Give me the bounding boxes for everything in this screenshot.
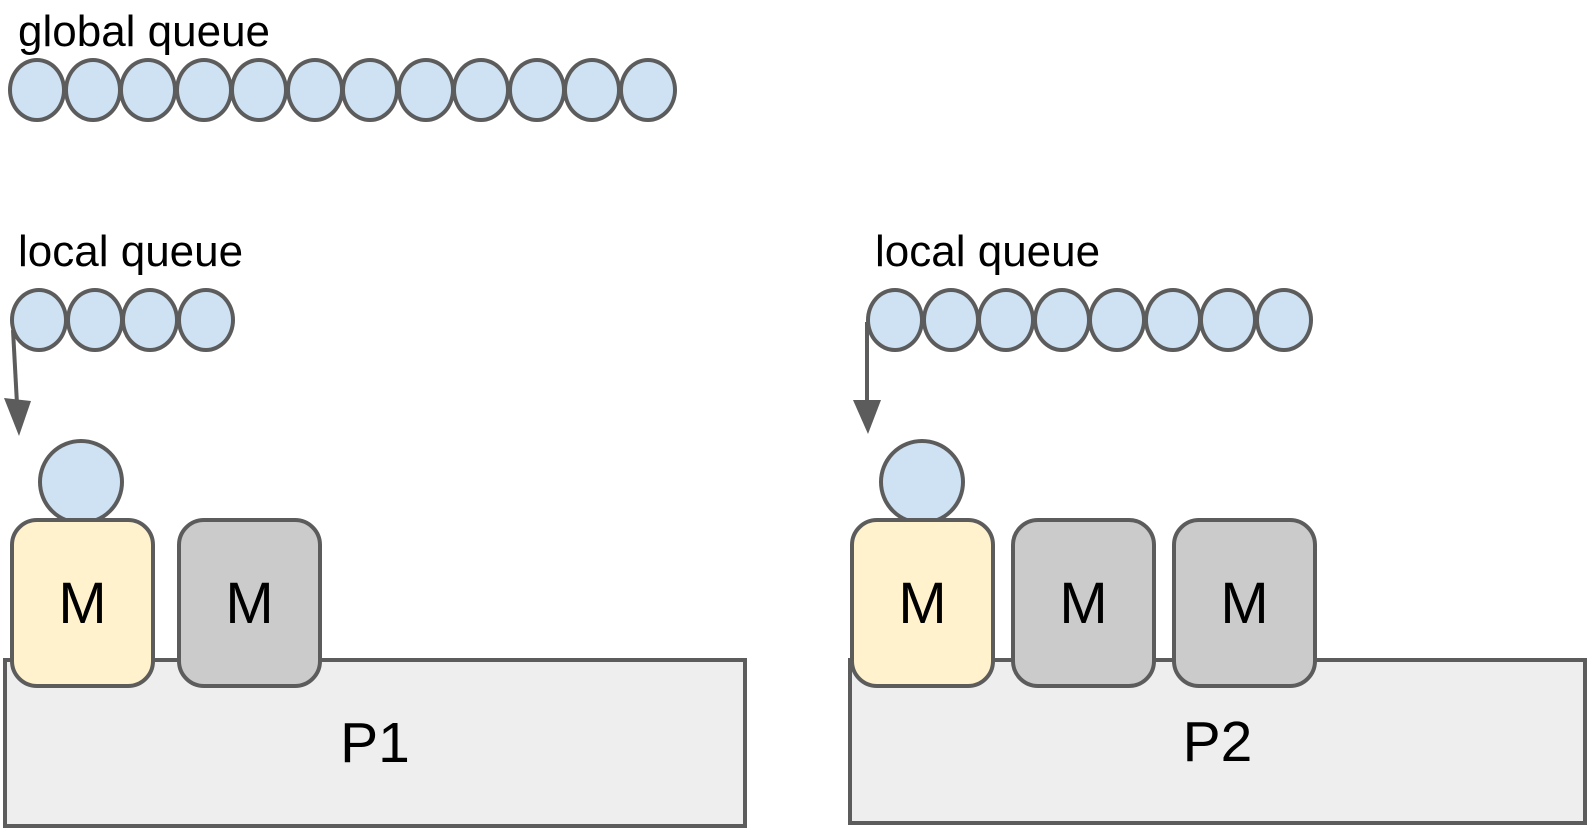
machine-m-box-idle: M <box>1172 518 1317 688</box>
goroutine-circle <box>341 58 399 122</box>
goroutine-circle <box>396 58 455 122</box>
goroutine-circle <box>1199 288 1257 352</box>
goroutine-circle <box>618 58 677 122</box>
goroutine-circle <box>65 288 124 352</box>
p2-running-goroutine-circle <box>879 439 965 525</box>
goroutine-circle <box>452 58 510 122</box>
p1-running-goroutine-circle <box>38 439 124 525</box>
goroutine-circle <box>63 58 122 122</box>
p2-dequeue-arrow <box>853 322 881 434</box>
goroutine-circle <box>8 58 66 122</box>
goroutine-circle <box>1143 288 1202 352</box>
machine-m-box-idle: M <box>177 518 322 688</box>
p1-dequeue-arrow <box>4 329 31 436</box>
goroutine-circle <box>507 58 566 122</box>
machine-m-box-idle: M <box>1011 518 1156 688</box>
goroutine-circle <box>563 58 621 122</box>
processor-p2-label: P2 <box>1182 709 1253 774</box>
global-queue-label: global queue <box>18 7 271 56</box>
goroutine-circle <box>1254 288 1313 352</box>
goroutine-circle <box>121 288 179 352</box>
goroutine-circle <box>285 58 344 122</box>
machine-m-box-active: M <box>850 518 995 688</box>
p1-local-queue-label: local queue <box>18 227 244 276</box>
machine-m-box-active: M <box>10 518 155 688</box>
goroutine-circle <box>977 288 1035 352</box>
goroutine-circle <box>176 288 235 352</box>
goroutine-circle <box>921 288 980 352</box>
goroutine-circle <box>1032 288 1091 352</box>
processor-p1-label: P1 <box>340 711 410 775</box>
goroutine-circle <box>174 58 233 122</box>
goroutine-circle <box>119 58 177 122</box>
goroutine-circle <box>1088 288 1146 352</box>
p2-local-queue-label: local queue <box>875 227 1101 276</box>
goroutine-circle <box>230 58 288 122</box>
